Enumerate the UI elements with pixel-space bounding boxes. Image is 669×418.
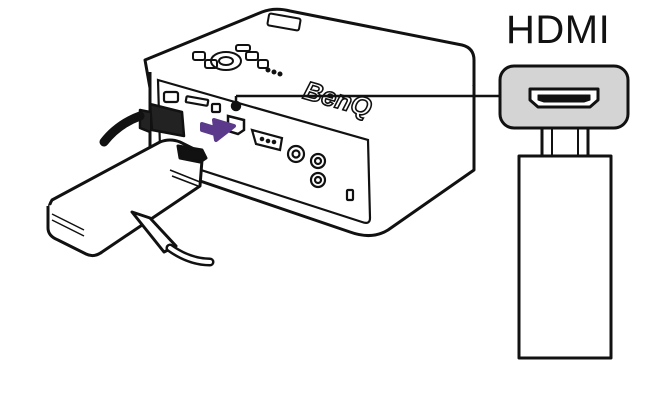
projector-ports <box>156 78 372 224</box>
callout-leader <box>230 94 500 112</box>
usb-power-cable <box>130 210 215 267</box>
hdmi-dongle-icon <box>46 138 208 258</box>
hdmi-title: HDMI <box>506 8 611 52</box>
insert-arrow-icon <box>200 118 236 142</box>
hdmi-connector-icon <box>498 64 630 360</box>
projector-controls <box>192 12 302 77</box>
power-plug-icon <box>99 102 186 147</box>
